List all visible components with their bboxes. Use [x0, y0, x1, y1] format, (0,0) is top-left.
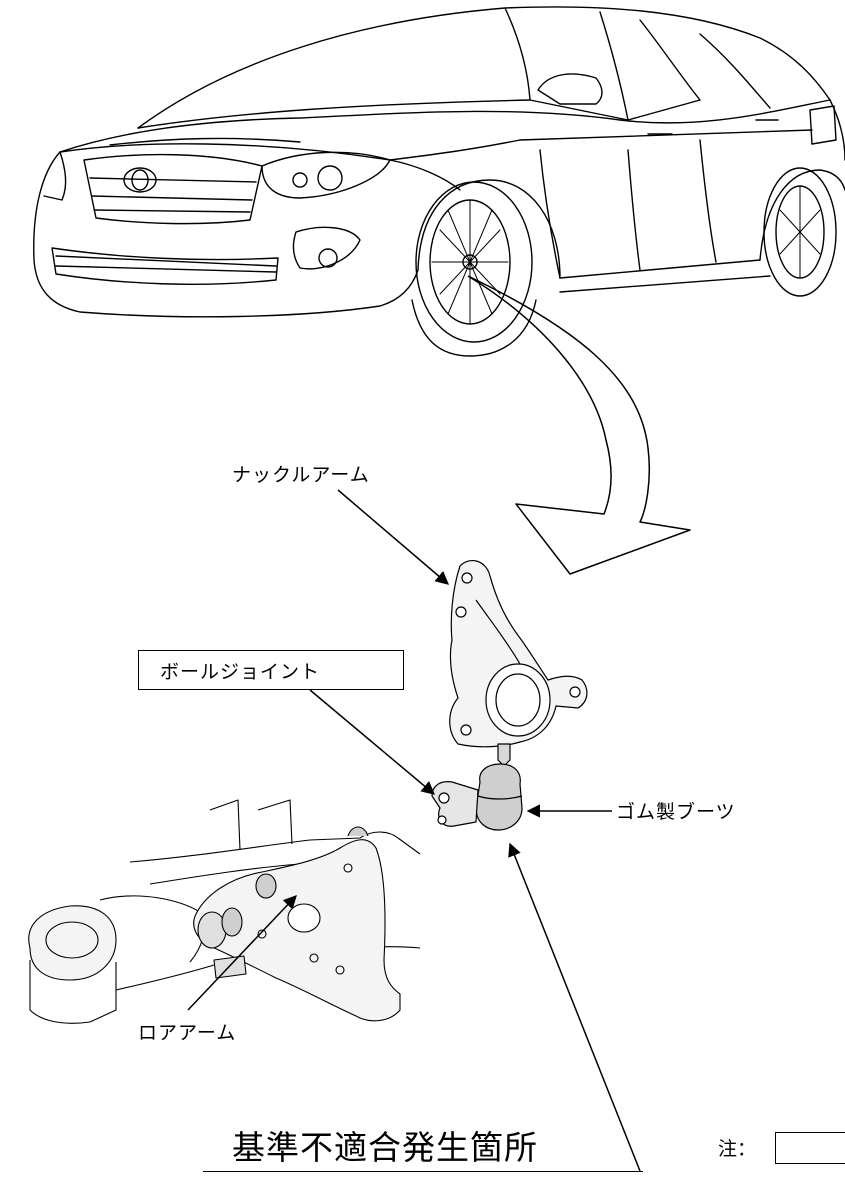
- zoom-arrow: [467, 275, 691, 575]
- rubber-boot-label: ゴム製ブーツ: [616, 801, 736, 823]
- lower-arm-label: ロアアーム: [138, 1022, 237, 1044]
- knuckle-arm-label: ナックルアーム: [232, 464, 370, 486]
- ball-joint-illustration: [431, 743, 523, 831]
- note-legend-box: [775, 1132, 845, 1164]
- note-label: 注：: [718, 1138, 757, 1160]
- defect-location-underline: [203, 1171, 643, 1172]
- ball-joint-arrow-icon: [309, 689, 436, 795]
- lower-arm-arrow-icon: [187, 895, 297, 1011]
- ball-joint-label-box: [138, 650, 404, 690]
- callout-arrows: [187, 489, 641, 1172]
- car-illustration: [33, 6, 845, 357]
- knuckle-arm-illustration: [449, 559, 588, 748]
- defect-location-arrow-icon: [508, 842, 641, 1172]
- knuckle-arm-arrow-icon: [337, 489, 450, 585]
- ball-joint-label: ボールジョイント: [160, 661, 321, 683]
- lower-arm-illustration: [28, 799, 421, 1024]
- defect-location-title: 基準不適合発生箇所: [232, 1128, 538, 1167]
